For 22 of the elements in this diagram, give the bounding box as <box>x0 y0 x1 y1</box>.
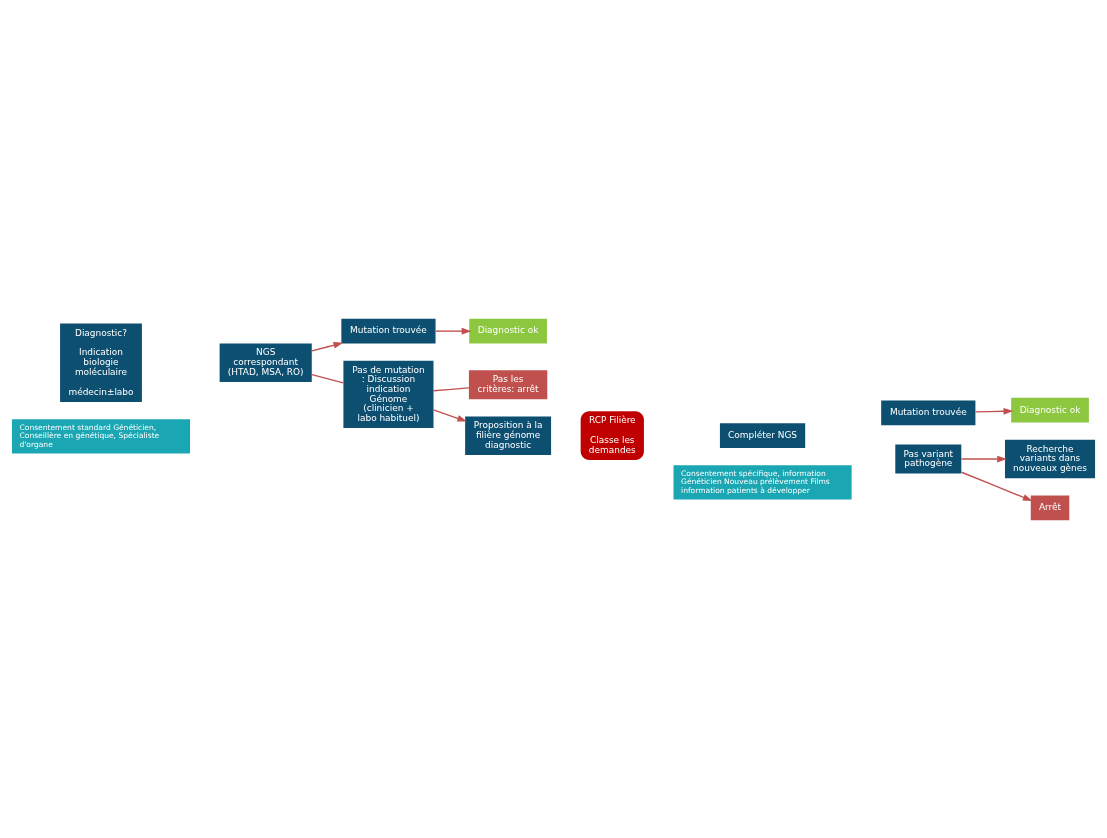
arrow <box>435 327 472 334</box>
node-box: Compléter NGS <box>719 422 806 448</box>
node-box: Proposition à la filière génome diagnostic <box>465 415 552 455</box>
arrow <box>432 408 467 422</box>
node-box: Pas les critères: arrêt <box>468 369 548 399</box>
arrow <box>960 455 1007 462</box>
node-box: Arrêt <box>1030 495 1070 520</box>
arrow <box>974 407 1014 415</box>
arrow <box>960 471 1033 501</box>
node-box: Diagnostic? Indication biologie moléculaire médecin±labo <box>60 323 142 402</box>
node-box: Pas variant pathogène <box>895 444 962 473</box>
node-box: Mutation trouvée <box>341 318 436 343</box>
arrow <box>311 341 344 352</box>
node-box: Diagnostic ok <box>1011 397 1089 423</box>
connector <box>432 386 470 391</box>
node-box: NGS correspondant (HTAD, MSA, RO) <box>219 343 312 382</box>
node-box: Recherche variants dans nouveaux gènes <box>1005 439 1096 478</box>
node-box: Pas de mutation : Discussion indication Génome (clinicien + labo habituel) <box>343 360 434 428</box>
node-box: Mutation trouvée <box>881 400 976 425</box>
node-box: Diagnostic ok <box>469 318 547 343</box>
connector <box>311 373 345 383</box>
node-box: RCP Filière Classe les demandes <box>580 410 644 460</box>
